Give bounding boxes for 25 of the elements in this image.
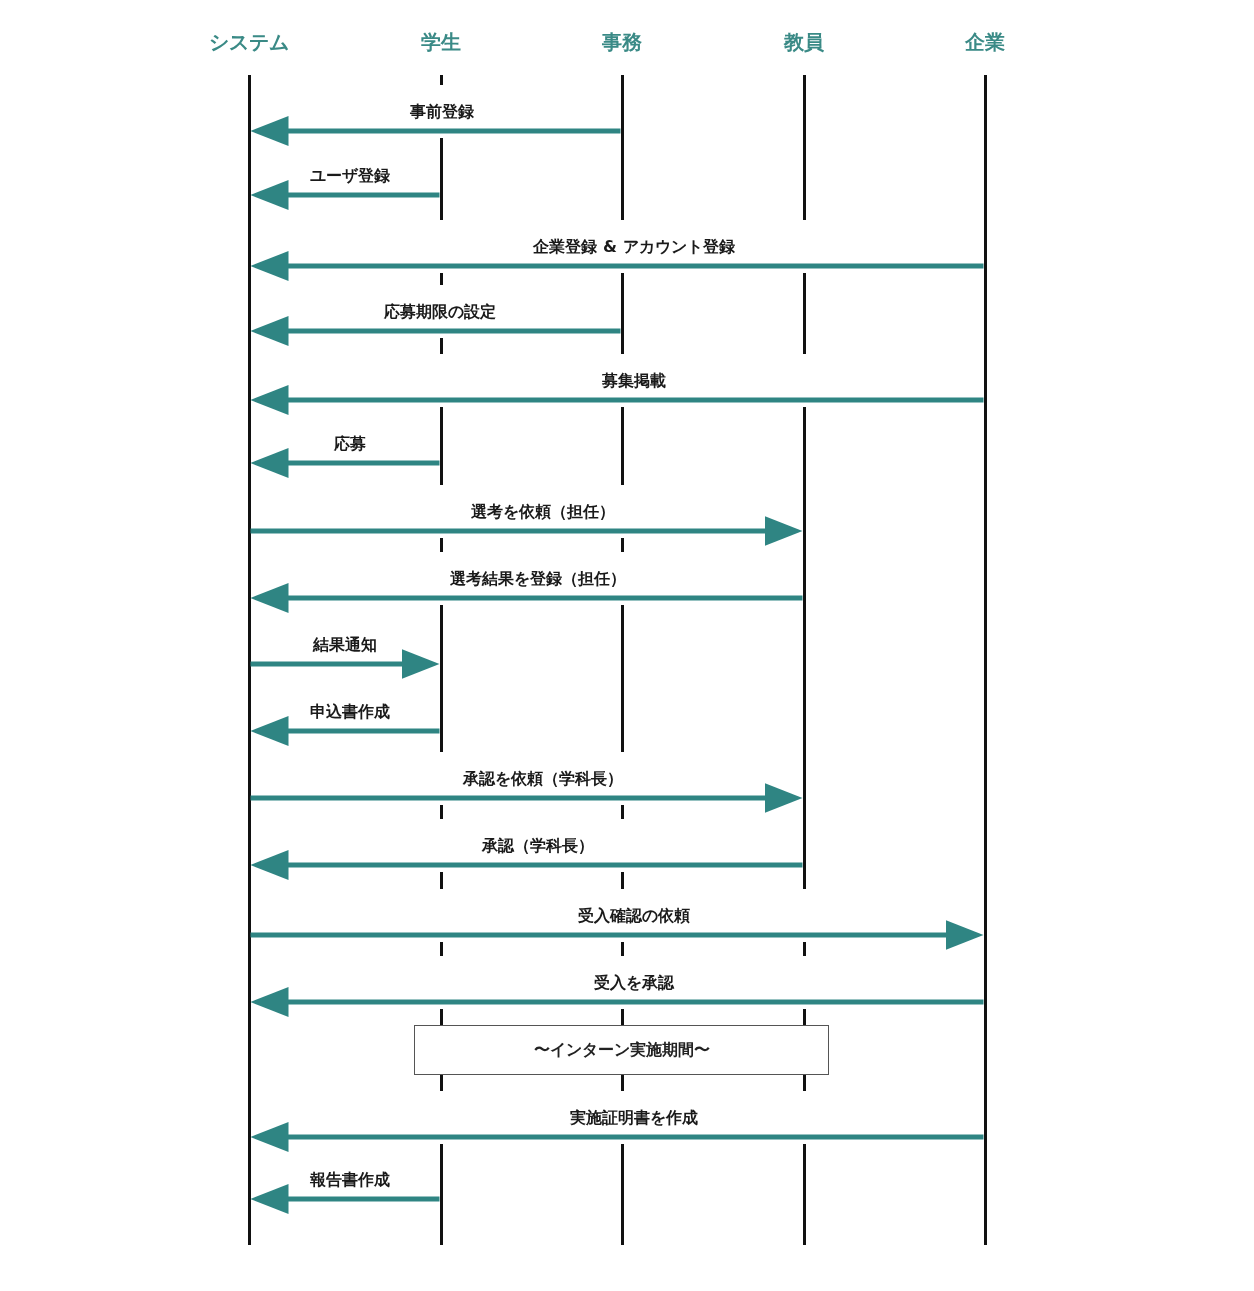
message-arrow — [250, 920, 984, 950]
message-arrow — [250, 649, 440, 679]
message-arrow — [250, 716, 440, 746]
participant-name: 教員 — [784, 29, 824, 56]
message-arrow — [250, 516, 803, 546]
lifeline — [802, 75, 806, 1025]
participant-name: 事務 — [602, 29, 642, 56]
message-arrow — [250, 116, 621, 146]
message-arrow — [250, 850, 803, 880]
message-arrow — [250, 316, 621, 346]
message-arrow — [250, 783, 803, 813]
message-arrow — [250, 1122, 984, 1152]
participant-name: システム — [209, 29, 289, 56]
participant-name: 学生 — [421, 29, 461, 56]
lifeline — [247, 75, 251, 1245]
lifeline — [983, 75, 987, 1245]
message-arrow — [250, 583, 803, 613]
message-arrow — [250, 180, 440, 210]
message-arrow — [250, 385, 984, 415]
message-arrow — [250, 251, 984, 281]
message-arrow — [250, 1184, 440, 1214]
note-box: 〜インターン実施期間〜 — [414, 1025, 829, 1075]
message-arrow — [250, 448, 440, 478]
participant-name: 企業 — [965, 29, 1005, 56]
message-arrow — [250, 987, 984, 1017]
